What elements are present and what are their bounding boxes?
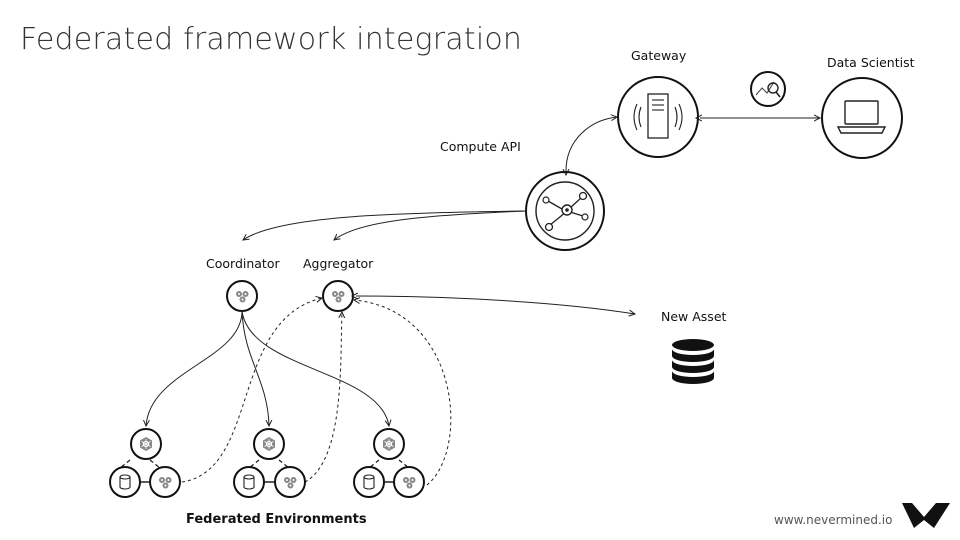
footer-url[interactable]: www.nevermined.io (774, 513, 893, 527)
data-scientist-label: Data Scientist (827, 55, 915, 70)
database-icon (672, 339, 714, 384)
laptop-icon (836, 100, 887, 134)
nevermined-logo[interactable] (902, 503, 950, 528)
computeapi-aggregator-edge (334, 210, 527, 240)
federated-environments-label: Federated Environments (186, 512, 367, 527)
new-asset-label: New Asset (661, 309, 727, 324)
chart-search-icon (750, 71, 786, 107)
server-icon (633, 93, 683, 139)
federated-environment-1[interactable] (109, 428, 181, 498)
coordinator-label: Coordinator (206, 256, 280, 271)
coordinator-env3-edge (241, 310, 389, 426)
aggregator-newasset-edge (356, 296, 635, 314)
computeapi-gateway-edge (566, 117, 617, 171)
federated-environment-3[interactable] (353, 428, 425, 498)
federated-environment-2[interactable] (233, 428, 306, 498)
page-title: Federated framework integration (20, 22, 523, 57)
gateway-node[interactable] (617, 76, 699, 158)
aggregator-label: Aggregator (303, 256, 374, 271)
computeapi-coordinator-edge (243, 210, 527, 240)
env1-aggregator-edge (181, 298, 322, 483)
env2-aggregator-edge (304, 312, 342, 483)
aggregator-node[interactable] (322, 280, 354, 312)
coordinator-env2-edge (241, 310, 269, 426)
coordinator-node[interactable] (226, 280, 258, 312)
compute-api-node[interactable] (525, 171, 605, 251)
gateway-label: Gateway (631, 48, 687, 63)
network-hub-icon (542, 191, 589, 232)
coordinator-env1-edge (146, 310, 243, 426)
data-scientist-node[interactable] (821, 77, 903, 159)
compute-api-label: Compute API (440, 139, 521, 154)
env3-aggregator-edge (354, 300, 452, 486)
